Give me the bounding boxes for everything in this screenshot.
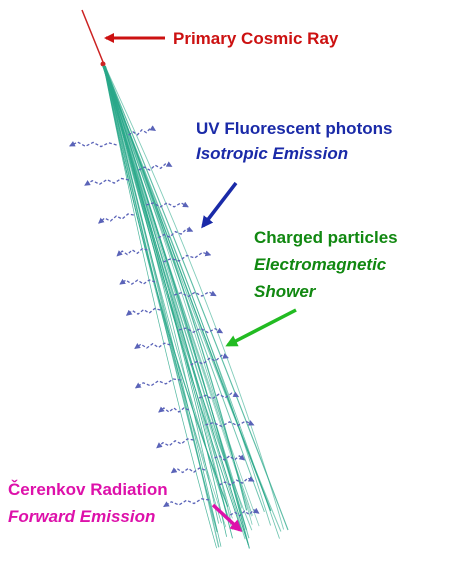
photon-arrow bbox=[98, 213, 134, 224]
photon-arrow bbox=[138, 161, 173, 171]
air-shower-cone bbox=[102, 65, 289, 549]
photon-arrow bbox=[125, 307, 161, 316]
shower-strand bbox=[103, 65, 222, 547]
photon-arrow bbox=[119, 278, 156, 285]
photon-arrow bbox=[170, 467, 206, 474]
photon-arrow bbox=[174, 290, 217, 298]
photon-arrow bbox=[84, 177, 129, 186]
isotropic-emission-label: Isotropic Emission bbox=[196, 144, 348, 163]
photon-arrow bbox=[205, 420, 255, 428]
cerenkov-pointer-arrow bbox=[211, 503, 243, 533]
photon-arrow bbox=[69, 141, 117, 148]
shower-strand bbox=[103, 65, 233, 539]
shower-strand bbox=[104, 65, 289, 531]
shower-strand bbox=[103, 65, 217, 549]
photon-arrow bbox=[146, 201, 189, 208]
primary-ray-tip bbox=[100, 61, 106, 67]
photon-arrow bbox=[158, 406, 190, 413]
photon-arrow bbox=[156, 438, 194, 449]
photon-arrow bbox=[178, 327, 224, 334]
shower-strand bbox=[103, 65, 229, 521]
photon-arrow bbox=[128, 125, 157, 136]
electromagnetic-label: Electromagnetic bbox=[254, 255, 387, 274]
fluorescence-photon-arrows bbox=[69, 125, 260, 517]
shower-label: Shower bbox=[254, 282, 317, 301]
forward-emission-label: Forward Emission bbox=[8, 507, 155, 526]
cerenkov-radiation-label: Čerenkov Radiation bbox=[8, 480, 168, 499]
photon-arrow bbox=[163, 250, 212, 263]
uv-photons-label: UV Fluorescent photons bbox=[196, 119, 392, 138]
shower-strand bbox=[102, 65, 272, 526]
photon-arrow bbox=[158, 226, 194, 239]
photon-arrow bbox=[214, 454, 246, 461]
shower-strand bbox=[103, 65, 250, 549]
photon-arrow bbox=[198, 391, 240, 400]
photon-arrow bbox=[229, 507, 260, 517]
uv-pointer-arrow bbox=[201, 181, 238, 229]
charged-pointer-arrow bbox=[225, 308, 297, 347]
primary-ray-line bbox=[81, 9, 104, 63]
photon-arrow bbox=[219, 476, 255, 486]
shower-strand bbox=[103, 65, 252, 517]
shower-strand bbox=[103, 65, 218, 533]
primary-cosmic-ray-label: Primary Cosmic Ray bbox=[173, 29, 339, 48]
photon-arrow bbox=[134, 342, 171, 349]
shower-strand bbox=[103, 65, 248, 511]
charged-particles-label: Charged particles bbox=[254, 228, 398, 247]
photon-arrow bbox=[190, 353, 229, 366]
photon-arrow bbox=[163, 498, 210, 508]
shower-strand bbox=[103, 65, 227, 528]
photon-arrow bbox=[116, 247, 148, 257]
photon-arrow bbox=[134, 378, 181, 389]
